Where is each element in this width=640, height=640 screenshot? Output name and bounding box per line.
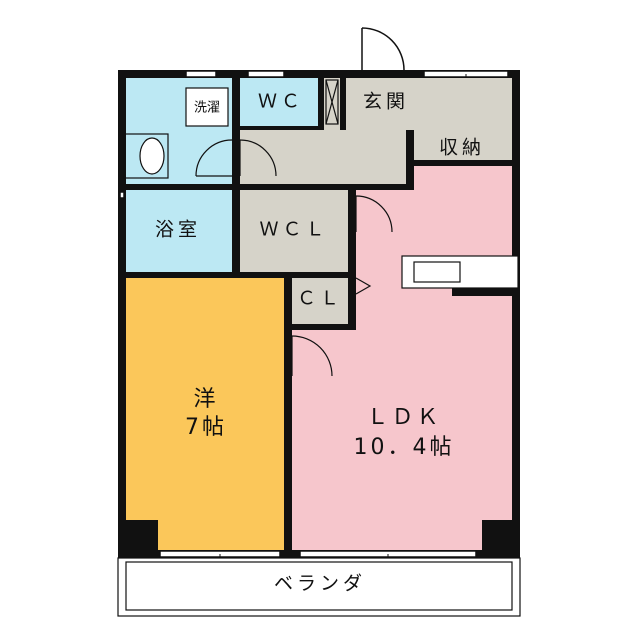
sink bbox=[139, 137, 165, 175]
shoe-cabinet bbox=[325, 79, 339, 125]
hallway-area bbox=[236, 128, 412, 188]
interior-doors bbox=[195, 139, 393, 377]
room-size-western: 7帖 bbox=[185, 415, 227, 440]
wcl-area bbox=[236, 188, 352, 274]
room-label-wcl: ＷＣＬ bbox=[259, 219, 328, 241]
room-label-storage: 収納 bbox=[439, 137, 485, 159]
storage-area bbox=[412, 134, 518, 164]
room-size-ldk: 10．4帖 bbox=[354, 435, 455, 460]
room-label-cl: ＣＬ bbox=[297, 288, 343, 310]
room-label-western: 洋 bbox=[193, 387, 218, 412]
bath-area bbox=[120, 188, 236, 274]
room-label-wc: ＷＣ bbox=[258, 91, 304, 113]
window-lines bbox=[219, 74, 467, 557]
room-label-ldk: ＬＤＫ bbox=[366, 405, 441, 430]
washbasin bbox=[123, 133, 169, 179]
fixtures bbox=[123, 87, 519, 289]
western-room-area bbox=[120, 274, 288, 554]
kitchen-sink bbox=[413, 261, 461, 283]
washing-machine bbox=[185, 87, 229, 127]
room-label-laundry: 洗濯 bbox=[194, 101, 220, 116]
entrance-door bbox=[361, 27, 405, 71]
room-label-bath: 浴室 bbox=[155, 219, 201, 241]
genkan-area bbox=[322, 74, 518, 134]
room-label-veranda: ベランダ bbox=[274, 573, 366, 595]
veranda bbox=[117, 557, 521, 617]
cl-area bbox=[288, 274, 352, 326]
interior-walls bbox=[120, 70, 518, 556]
room-label-genkan: 玄関 bbox=[363, 91, 409, 113]
wc-area bbox=[236, 74, 322, 128]
